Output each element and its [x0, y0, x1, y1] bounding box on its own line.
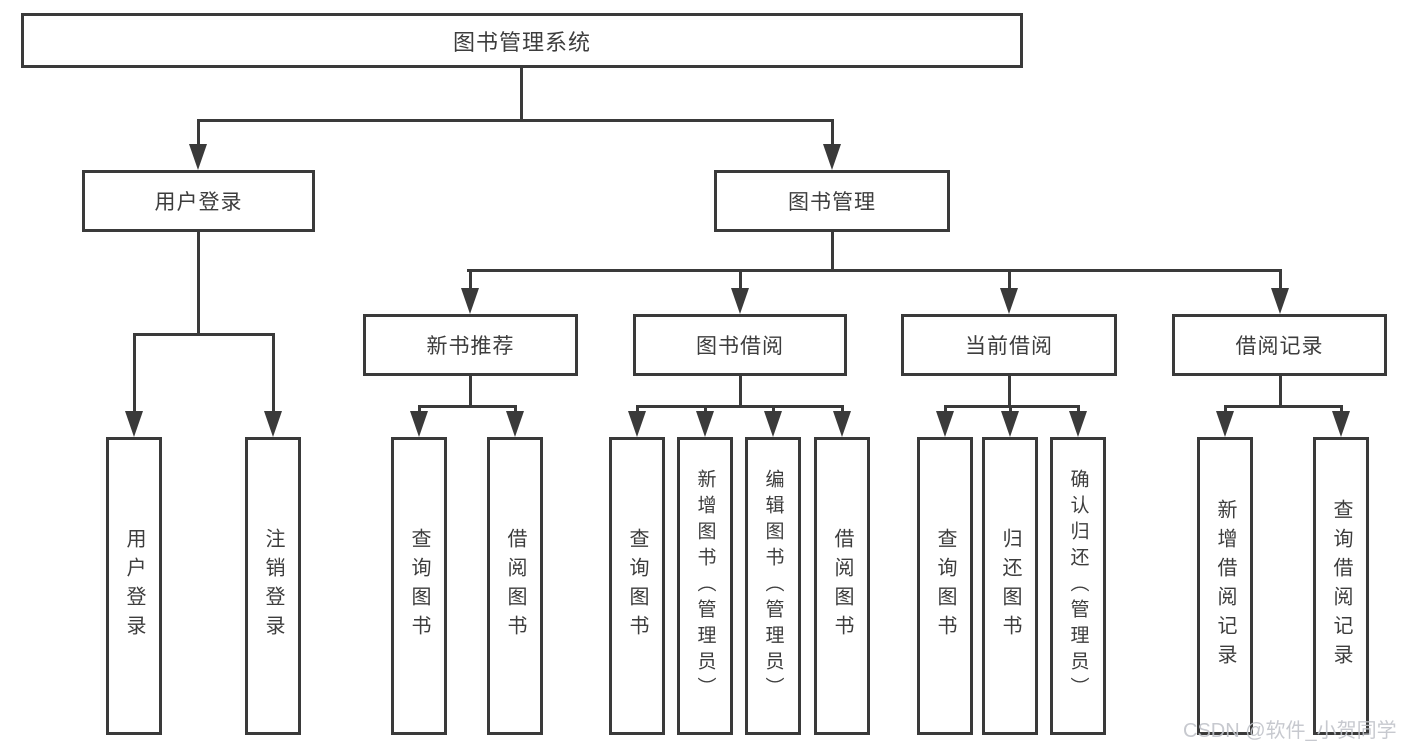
connector-line — [831, 230, 834, 272]
leaf-query-book-current: 查询图书 — [917, 437, 973, 735]
node-user-login: 用户登录 — [82, 170, 315, 232]
node-label: 归还图书 — [999, 528, 1021, 644]
arrow-down-icon — [189, 144, 207, 170]
node-label: 确认归还（管理员） — [1067, 469, 1089, 703]
arrow-down-icon — [764, 411, 782, 437]
leaf-return-book: 归还图书 — [982, 437, 1038, 735]
connector-line — [520, 66, 523, 122]
connector-line — [1008, 269, 1011, 291]
arrow-down-icon — [731, 288, 749, 314]
connector-line — [469, 269, 472, 291]
arrow-down-icon — [1271, 288, 1289, 314]
leaf-add-borrow-record: 新增借阅记录 — [1197, 437, 1253, 735]
connector-line — [831, 119, 834, 149]
connector-line — [1008, 374, 1011, 408]
leaf-add-book-admin: 新增图书（管理员） — [677, 437, 733, 735]
leaf-logout: 注销登录 — [245, 437, 301, 735]
connector-line — [469, 374, 472, 408]
node-label: 新书推荐 — [426, 335, 515, 358]
node-root-system: 图书管理系统 — [21, 13, 1023, 68]
node-borrow-records: 借阅记录 — [1172, 314, 1387, 376]
arrow-down-icon — [696, 411, 714, 437]
connector-line — [197, 230, 200, 336]
node-new-book-recommend: 新书推荐 — [363, 314, 578, 376]
connector-line — [133, 333, 136, 414]
node-label: 新增图书（管理员） — [694, 469, 716, 703]
node-label: 图书管理 — [788, 191, 876, 214]
connector-line — [272, 333, 275, 414]
arrow-down-icon — [1069, 411, 1087, 437]
arrow-down-icon — [1001, 411, 1019, 437]
node-label: 编辑图书（管理员） — [762, 469, 784, 703]
arrow-down-icon — [125, 411, 143, 437]
arrow-down-icon — [628, 411, 646, 437]
node-current-borrow: 当前借阅 — [901, 314, 1117, 376]
connector-line — [133, 333, 274, 336]
connector-line — [197, 119, 200, 149]
node-book-management: 图书管理 — [714, 170, 950, 232]
arrow-down-icon — [1216, 411, 1234, 437]
arrow-down-icon — [1000, 288, 1018, 314]
arrow-down-icon — [410, 411, 428, 437]
connector-line — [197, 119, 833, 122]
connector-line — [418, 405, 517, 408]
connector-line — [739, 269, 742, 291]
node-label: 图书管理系统 — [452, 29, 591, 55]
connector-line — [1279, 374, 1282, 408]
leaf-edit-book-admin: 编辑图书（管理员） — [745, 437, 801, 735]
node-label: 当前借阅 — [965, 335, 1053, 358]
connector-line — [1224, 405, 1343, 408]
arrow-down-icon — [264, 411, 282, 437]
node-label: 查询图书 — [408, 528, 430, 644]
node-label: 用户登录 — [154, 191, 243, 214]
leaf-borrow-book: 借阅图书 — [814, 437, 870, 735]
arrow-down-icon — [823, 144, 841, 170]
node-label: 图书借阅 — [696, 335, 784, 358]
node-label: 新增借阅记录 — [1214, 499, 1236, 673]
node-label: 借阅图书 — [504, 528, 526, 644]
leaf-query-book-recommend: 查询图书 — [391, 437, 447, 735]
connector-line — [944, 405, 1080, 408]
connector-line — [467, 269, 1281, 272]
arrow-down-icon — [833, 411, 851, 437]
node-label: 用户登录 — [123, 528, 145, 644]
node-label: 查询图书 — [934, 528, 956, 644]
leaf-query-borrow-record: 查询借阅记录 — [1313, 437, 1369, 735]
leaf-confirm-return-admin: 确认归还（管理员） — [1050, 437, 1106, 735]
connector-line — [636, 405, 844, 408]
node-label: 注销登录 — [262, 528, 284, 644]
leaf-user-login: 用户登录 — [106, 437, 162, 735]
leaf-query-book-borrow: 查询图书 — [609, 437, 665, 735]
node-label: 借阅图书 — [831, 528, 853, 644]
arrow-down-icon — [506, 411, 524, 437]
arrow-down-icon — [461, 288, 479, 314]
connector-line — [1279, 269, 1282, 291]
node-label: 借阅记录 — [1235, 335, 1324, 358]
leaf-borrow-book-recommend: 借阅图书 — [487, 437, 543, 735]
node-book-borrow: 图书借阅 — [633, 314, 847, 376]
arrow-down-icon — [936, 411, 954, 437]
csdn-watermark: CSDN @软件_小贺同学 — [1183, 720, 1397, 742]
connector-line — [739, 374, 742, 408]
node-label: 查询图书 — [626, 528, 648, 644]
arrow-down-icon — [1332, 411, 1350, 437]
node-label: 查询借阅记录 — [1330, 499, 1352, 673]
